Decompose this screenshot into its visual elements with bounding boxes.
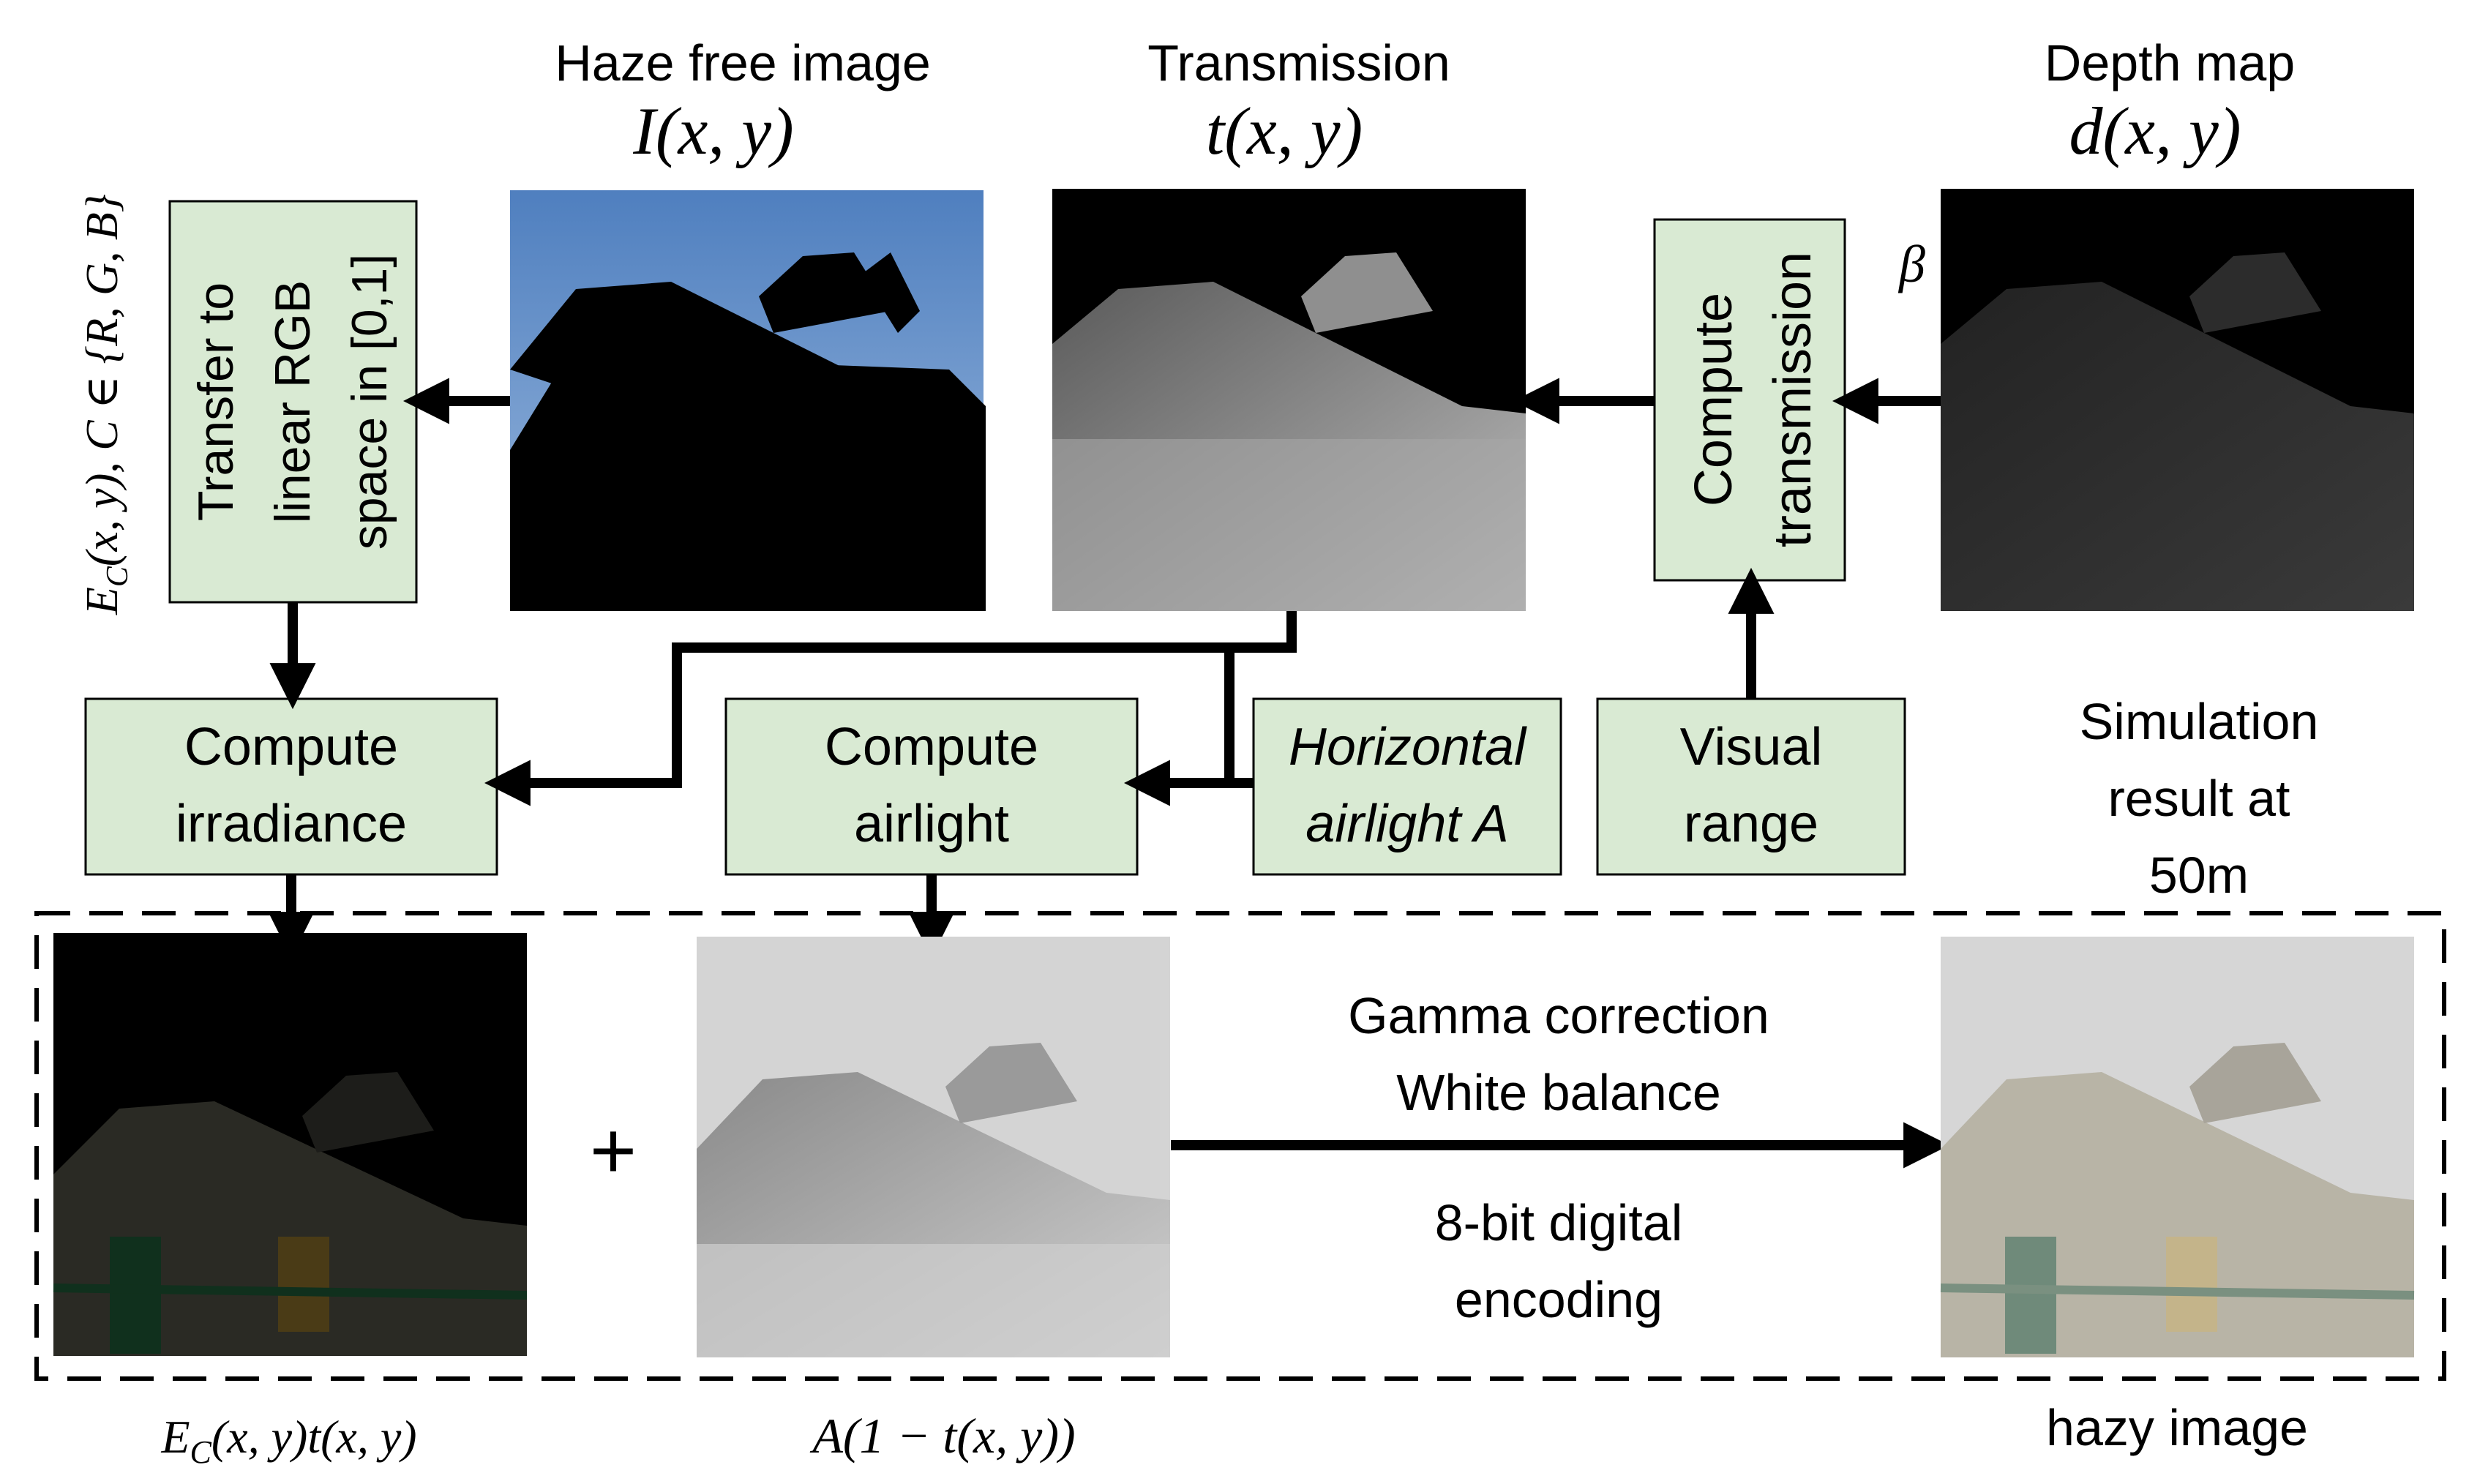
svg-text:irradiance: irradiance (176, 795, 407, 853)
beta-label: β (1897, 235, 1925, 293)
svg-text:airlight: airlight (854, 795, 1009, 853)
haze-free-formula: I(x, y) (632, 94, 794, 168)
transmission-formula: t(x, y) (1206, 94, 1363, 168)
transfer-linear-rgb-box: Transfer to linear RGB space in [0,1] (168, 200, 418, 604)
hazy-image-caption: hazy image (2046, 1399, 2308, 1456)
svg-text:range: range (1684, 795, 1818, 853)
depth-map-image (1941, 189, 2414, 611)
svg-text:transmission: transmission (1764, 252, 1822, 547)
output-dashed-frame (34, 911, 2446, 1381)
visual-range-box: Visual range (1596, 697, 1906, 876)
depth-map-title: Depth map (2045, 34, 2295, 91)
horizontal-airlight-box: Horizontal airlight A (1252, 697, 1562, 876)
airlight-caption: A(1 − t(x, y)) (809, 1408, 1075, 1464)
svg-text:50m: 50m (2149, 847, 2249, 904)
transmission-image (1052, 189, 1526, 611)
compute-irradiance-box: Compute irradiance (84, 697, 498, 876)
svg-text:Compute: Compute (825, 718, 1038, 776)
compute-airlight-box: Compute airlight (724, 697, 1139, 876)
haze-free-title: Haze free image (555, 34, 931, 91)
airlight-image (697, 937, 1170, 1357)
processing-steps: Gamma correction White balance 8-bit dig… (1348, 987, 1769, 1328)
svg-text:Simulation: Simulation (2080, 693, 2319, 750)
svg-text:Transfer to: Transfer to (188, 282, 244, 521)
irradiance-image (53, 933, 528, 1356)
svg-text:airlight A: airlight A (1305, 795, 1508, 853)
svg-text:White balance: White balance (1396, 1064, 1721, 1121)
svg-text:Visual: Visual (1680, 718, 1823, 776)
hazy-image (1940, 937, 2415, 1357)
depth-map-formula: d(x, y) (2069, 94, 2241, 168)
side-formula-label: EC(x, y), C ∈ {R, G, B} (78, 194, 135, 615)
simulation-note: Simulation result at 50m (2080, 693, 2319, 904)
transmission-title: Transmission (1147, 34, 1450, 91)
irradiance-caption: EC(x, y)t(x, y) (160, 1411, 416, 1470)
svg-text:space in [0,1]: space in [0,1] (342, 254, 397, 550)
svg-text:linear RGB: linear RGB (265, 280, 321, 524)
svg-text:Compute: Compute (1685, 293, 1743, 506)
svg-text:Compute: Compute (184, 718, 398, 776)
svg-text:Horizontal: Horizontal (1289, 718, 1527, 776)
svg-text:encoding: encoding (1455, 1271, 1663, 1328)
compute-transmission-box: Compute transmission (1653, 218, 1846, 582)
svg-text:Gamma correction: Gamma correction (1348, 987, 1769, 1044)
plus-sign: + (590, 1106, 637, 1196)
svg-text:result at: result at (2108, 770, 2290, 827)
svg-text:8-bit digital: 8-bit digital (1435, 1194, 1683, 1251)
arrows (268, 378, 1950, 1169)
haze-free-image: #hf .b-wall{fill:#f1ecd9}#hf .b-roof{fil… (510, 190, 986, 611)
